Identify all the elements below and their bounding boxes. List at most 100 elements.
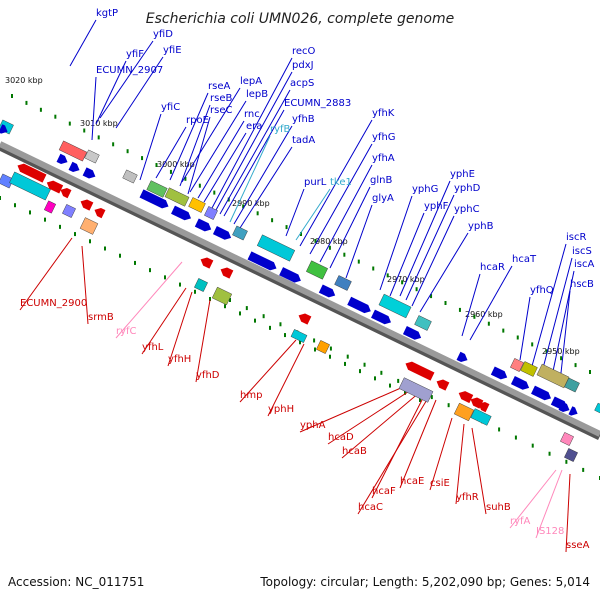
gene-feature-block <box>306 260 328 280</box>
gene-label-yfhq[interactable]: yfhQ <box>530 285 554 296</box>
gene-label-ryfc[interactable]: ryfC <box>116 326 137 337</box>
leader-line-glya <box>345 204 373 279</box>
gene-label-rseb[interactable]: rseB <box>210 93 232 104</box>
gene-label-yphc[interactable]: yphC <box>454 204 480 215</box>
leader-line-ypha <box>299 383 411 433</box>
leader-line-reco <box>211 57 293 209</box>
gene-label-yfhd[interactable]: yfhD <box>196 370 220 381</box>
gene-label-ssea[interactable]: sseA <box>566 540 590 551</box>
gene-label-hcat[interactable]: hcaT <box>512 254 537 265</box>
gene-label-yfic[interactable]: yfiC <box>161 102 180 113</box>
gene-label-suhb[interactable]: suhB <box>486 502 511 513</box>
gene-label-yphb[interactable]: yphB <box>468 221 494 232</box>
gene-label-yphe[interactable]: yphE <box>450 169 475 180</box>
gene-label-yfhl[interactable]: yfhL <box>142 342 164 353</box>
gene-label-pdxj[interactable]: pdxJ <box>292 60 314 71</box>
leader-line-lepb <box>189 100 247 193</box>
gene-label-rnc[interactable]: rnc <box>244 109 260 120</box>
gene-label-iscs[interactable]: iscS <box>572 246 592 257</box>
gene-label-hscb[interactable]: hscB <box>570 279 594 290</box>
gene-feature-block <box>564 448 578 462</box>
gene-label-hcab[interactable]: hcaB <box>342 446 367 457</box>
gene-feature-block <box>62 204 76 218</box>
leader-line-era <box>203 132 247 203</box>
gene-label-isca[interactable]: iscA <box>574 259 594 270</box>
gene-label-hcac[interactable]: hcaC <box>358 502 383 513</box>
gene-label-hcae[interactable]: hcaE <box>400 476 424 487</box>
gene-label-hcar[interactable]: hcaR <box>480 262 505 273</box>
gene-label-yfhg[interactable]: yfhG <box>372 132 396 143</box>
gene-feature-block <box>453 402 475 422</box>
gene-label-purl[interactable]: purL <box>304 177 327 188</box>
gene-label-era[interactable]: era <box>246 121 262 132</box>
gene-label-yphf[interactable]: yphF <box>424 201 449 212</box>
gene-label-yfha[interactable]: yfhA <box>372 153 395 164</box>
gene-label-yfhb[interactable]: yfhB <box>292 114 315 125</box>
leader-line-hcad <box>327 387 415 445</box>
gene-label-is128[interactable]: IS128 <box>536 526 564 537</box>
gene-label-yphd[interactable]: yphD <box>454 183 481 194</box>
backbone-line <box>0 141 600 437</box>
gene-label-rpoe[interactable]: rpoE <box>186 115 209 126</box>
leader-line-yfhb <box>233 125 293 225</box>
gene-feature-block <box>334 275 352 291</box>
forward-gene-arrow <box>194 218 212 232</box>
gene-label-tada[interactable]: tadA <box>292 135 315 146</box>
gene-label-yfhh[interactable]: yfhH <box>168 354 191 365</box>
gene-label-tke1[interactable]: tke1 <box>330 177 352 188</box>
gene-label-yfie[interactable]: yfiE <box>163 45 182 56</box>
leader-line-yfhk <box>299 119 373 247</box>
gene-label-ryfa[interactable]: ryfA <box>510 516 531 527</box>
gene-label-yphh[interactable]: yphH <box>268 404 294 415</box>
leader-line-yfhq <box>519 296 531 361</box>
leader-line-yphg <box>379 195 413 291</box>
forward-gene-arrow <box>247 251 277 271</box>
reverse-gene-arrow <box>458 391 474 404</box>
gene-label-lepa[interactable]: lepA <box>240 76 262 87</box>
gene-label-rsec[interactable]: rseC <box>210 105 232 116</box>
reverse-gene-arrow <box>94 207 106 219</box>
gene-label-reco[interactable]: recO <box>292 46 316 57</box>
reverse-gene-arrow <box>46 180 64 194</box>
gene-label-yphg[interactable]: yphG <box>412 184 438 195</box>
leader-line-rnc <box>197 120 245 199</box>
gene-label-hcaf[interactable]: hcaF <box>372 486 396 497</box>
gene-label-hcad[interactable]: hcaD <box>328 432 354 443</box>
leader-line-isca <box>551 270 575 377</box>
gene-feature-block <box>204 206 218 220</box>
gene-label-acps[interactable]: acpS <box>290 78 314 89</box>
gene-label-yfid[interactable]: yfiD <box>153 29 173 40</box>
map-title: Escherichia coli UMN026, complete genome <box>146 11 454 27</box>
gene-label-rsea[interactable]: rseA <box>208 81 230 92</box>
gene-label-ecumn-2900[interactable]: ECUMN_2900 <box>20 298 87 309</box>
gene-label-ryfb[interactable]: ryfB <box>270 124 291 135</box>
gene-label-yfhr[interactable]: yfhR <box>456 492 479 503</box>
gene-label-glya[interactable]: glyA <box>372 193 394 204</box>
gene-label-yfif[interactable]: yfiF <box>126 49 144 60</box>
gene-label-ecumn-2883[interactable]: ECUMN_2883 <box>284 98 351 109</box>
leader-line-hcae <box>399 399 437 489</box>
gene-label-iscr[interactable]: iscR <box>566 232 586 243</box>
leader-line-hcat <box>469 265 513 341</box>
gene-label-yfhk[interactable]: yfhK <box>372 108 395 119</box>
gene-label-hmp[interactable]: hmp <box>240 390 262 401</box>
gene-feature-block <box>232 225 248 241</box>
gene-label-ypha[interactable]: yphA <box>300 420 326 431</box>
gene-label-glnb[interactable]: glnB <box>370 175 392 186</box>
gene-label-lepb[interactable]: lepB <box>246 89 268 100</box>
leader-line-lepa <box>181 87 241 183</box>
leader-line-hcac <box>357 397 429 515</box>
leader-line-hscb <box>559 290 571 383</box>
gene-label-srmb[interactable]: srmB <box>88 312 114 323</box>
gene-label-csie[interactable]: csiE <box>430 478 450 489</box>
genome-backbone <box>0 141 600 441</box>
gene-label-kgtp[interactable]: kgtP <box>96 8 118 19</box>
gene-feature-block <box>520 361 538 377</box>
forward-gene-arrow <box>558 401 570 413</box>
leader-line-yfha <box>319 164 373 263</box>
leader-line-glnb <box>329 186 371 269</box>
gene-feature-block <box>560 432 574 446</box>
gene-label-ecumn-2907[interactable]: ECUMN_2907 <box>96 65 163 76</box>
forward-gene-arrow <box>490 366 508 380</box>
